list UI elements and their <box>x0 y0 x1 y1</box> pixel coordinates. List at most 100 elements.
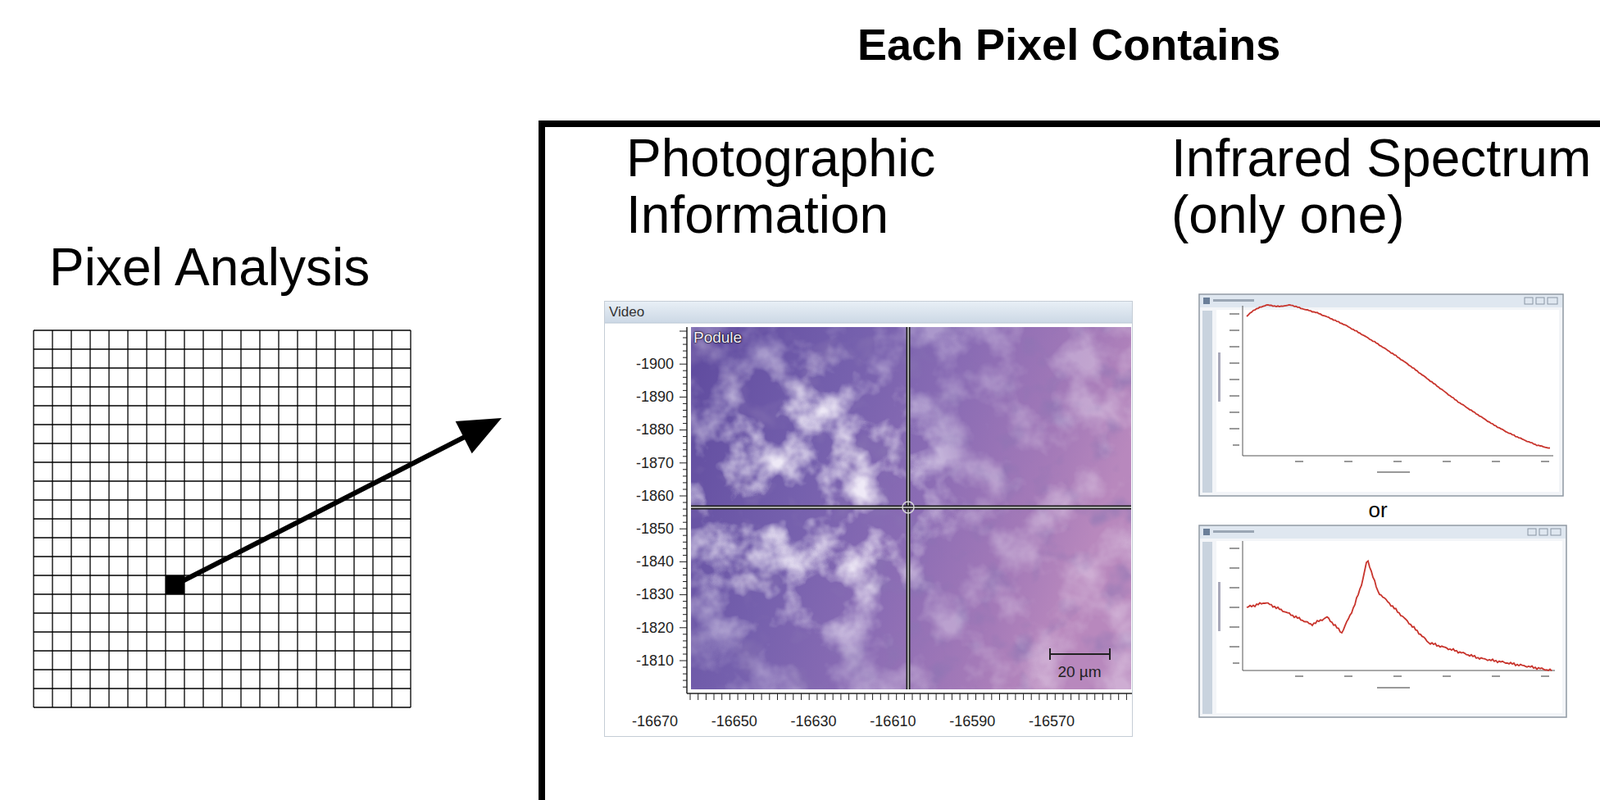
axis-tick <box>682 383 687 385</box>
drawn-rect <box>1199 525 1567 718</box>
or-label: or <box>1368 497 1387 523</box>
axis-tick <box>705 693 707 700</box>
axis-tick <box>983 693 985 700</box>
axis-tick <box>682 541 687 543</box>
axis-tick <box>864 693 866 700</box>
axis-tick <box>1063 693 1064 700</box>
axis-tick <box>682 535 687 537</box>
axis-tick <box>943 693 945 700</box>
drawn-rect <box>1218 581 1221 632</box>
axis-tick <box>682 548 687 550</box>
axis-tick <box>713 693 715 700</box>
axis-tick <box>745 693 746 700</box>
drawn-line <box>690 506 1132 509</box>
drawn-rect <box>1229 362 1240 364</box>
drawn-rect <box>1442 675 1451 678</box>
axis-tick <box>682 600 687 602</box>
axis-value: -16590 <box>949 712 996 731</box>
axis-tick <box>975 693 977 700</box>
drawn-rect <box>1393 460 1402 463</box>
drawn-rect <box>1442 460 1451 463</box>
axis-value: -1840 <box>636 552 674 571</box>
axis-value: -1870 <box>636 454 674 473</box>
axis-value: -1890 <box>636 387 674 406</box>
drawn-rect <box>1229 645 1240 648</box>
axis-tick <box>682 620 687 622</box>
drawn-rect <box>1202 310 1213 493</box>
axis-tick <box>682 633 687 635</box>
drawn-rect <box>1229 313 1240 315</box>
axis-value: -1850 <box>636 519 674 538</box>
axis-tick <box>840 693 841 700</box>
axis-tick <box>679 594 687 596</box>
drawn-rect <box>1232 662 1240 664</box>
axis-tick <box>682 489 687 491</box>
axis-tick <box>682 344 687 346</box>
axis-tick <box>1102 693 1104 700</box>
drawn-line <box>1242 540 1244 671</box>
axis-tick <box>682 509 687 510</box>
drawn-rect <box>1295 460 1304 463</box>
axis-tick <box>682 607 687 609</box>
axis-tick <box>872 693 873 700</box>
axis-tick <box>737 693 739 700</box>
axis-tick <box>832 693 834 700</box>
drawn-rect <box>690 327 1132 690</box>
grid-line <box>33 650 411 651</box>
drawn-rect <box>1229 378 1240 381</box>
axis-tick <box>1078 693 1080 700</box>
axis-tick <box>816 693 818 700</box>
axis-tick <box>824 693 826 700</box>
grid-panel: Pixel Analysis <box>29 239 423 715</box>
drawn-rect <box>1550 528 1561 536</box>
drawn-rect <box>1344 460 1353 463</box>
axis-tick <box>682 613 687 615</box>
grid-line <box>409 330 411 708</box>
drawn-rect <box>1540 460 1550 463</box>
drawn-rect <box>1213 299 1255 302</box>
grid-line <box>33 687 411 689</box>
axis-tick <box>959 693 961 700</box>
axis-tick <box>856 693 858 700</box>
drawn-rect <box>1213 530 1255 533</box>
axis-tick <box>682 686 687 688</box>
window-title: Video <box>609 304 645 321</box>
axis-tick <box>679 363 687 365</box>
drawn-rect <box>1491 460 1500 463</box>
axis-tick <box>682 442 687 444</box>
axis-tick <box>682 468 687 470</box>
drawn-line <box>604 322 1132 324</box>
axis-tick <box>679 429 687 431</box>
axis-tick <box>1094 693 1096 700</box>
axis-tick <box>721 693 723 700</box>
panel-heading: Pixel Analysis <box>49 239 370 296</box>
axis-tick <box>682 640 687 641</box>
axis-tick <box>679 396 687 398</box>
drawn-rect <box>604 301 1132 323</box>
axis-value: -1820 <box>636 618 674 637</box>
drawn-rect <box>1527 528 1537 536</box>
axis-tick <box>682 422 687 424</box>
axis-tick <box>679 495 687 497</box>
axis-tick <box>682 502 687 504</box>
axis-tick <box>919 693 921 700</box>
drawn-rect <box>1377 471 1410 473</box>
axis-tick <box>785 693 787 700</box>
drawn-rect <box>1199 294 1564 496</box>
microscope-image <box>604 301 1132 737</box>
axis-tick <box>927 693 929 700</box>
video-window: VideoPodule-1900-1890-1880-1870-1860-185… <box>604 300 1133 737</box>
axis-tick <box>682 475 687 477</box>
axis-tick <box>809 693 810 700</box>
axis-value: -16650 <box>711 712 758 731</box>
axis-tick <box>682 515 687 517</box>
axis-tick <box>1070 693 1072 700</box>
drawn-rect <box>1229 626 1240 628</box>
axis-tick <box>1110 693 1112 700</box>
image-label: Podule <box>693 328 742 347</box>
axis-value: -16570 <box>1028 712 1075 731</box>
pixel-content-box: VideoPodule-1900-1890-1880-1870-1860-185… <box>538 120 1600 800</box>
axis-value: -1880 <box>636 420 674 439</box>
axis-value: -1830 <box>636 585 674 604</box>
drawn-rect <box>1229 345 1240 348</box>
